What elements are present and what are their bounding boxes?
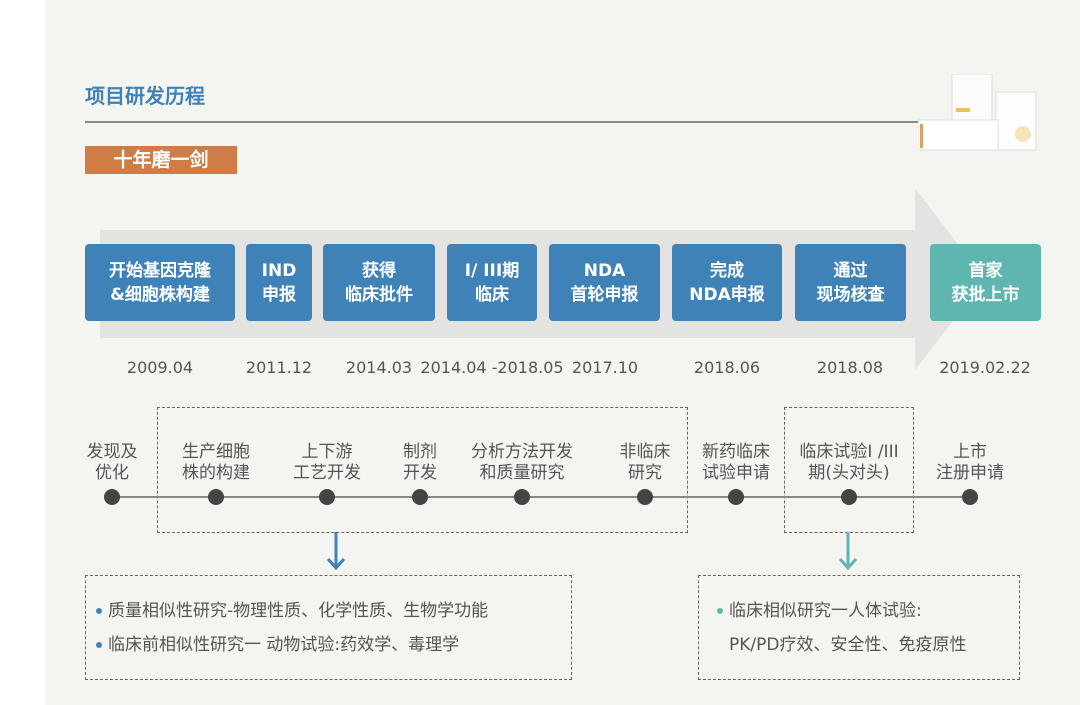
milestone-inspection: 通过现场核查 [795,244,906,321]
step-label: 非临床研究 [619,442,671,483]
step-label: 新药临床试验申请 [702,442,770,483]
step-dot [208,489,224,505]
slogan-tag: 十年磨一剑 [85,146,237,174]
milestone-date: 2009.04 [126,358,194,377]
title-divider [85,121,925,123]
step-label: 上市注册申请 [936,442,1004,483]
step-dot [728,489,744,505]
timeline-arrow [100,188,985,370]
preclinical-notes-box: 质量相似性研究-物理性质、化学性质、生物学功能 临床前相似性研究一 动物试验:药… [85,575,572,680]
step-label: 生产细胞株的构建 [182,442,250,483]
milestone-clinical-approval: 获得临床批件 [323,244,435,321]
note-item: 临床前相似性研究一 动物试验:药效学、毒理学 [96,628,571,662]
note-item: 质量相似性研究-物理性质、化学性质、生物学功能 [96,594,571,628]
milestone-date: 2014.03 [345,358,413,377]
step-dot [319,489,335,505]
step-label: 制剂开发 [403,442,437,483]
step-dot [962,489,978,505]
bullet-icon [96,608,102,614]
step-label: 发现及优化 [86,442,138,483]
bullet-icon [96,642,102,648]
step-label: 上下游工艺开发 [293,442,361,483]
step-label: 分析方法开发和质量研究 [471,442,573,483]
milestone-date: 2018.06 [693,358,761,377]
clinical-notes-box: 临床相似研究一人体试验: PK/PD疗效、安全性、免疫原性 [698,575,1020,680]
note-item: 临床相似研究一人体试验: [717,594,1019,628]
milestone-gene-cloning: 开始基因克隆&细胞株构建 [85,244,235,321]
preclinical-group-frame [157,407,688,533]
arrow-down-icon [326,532,346,571]
step-dot [841,489,857,505]
note-item-continued: PK/PD疗效、安全性、免疫原性 [729,635,967,655]
page-title: 项目研发历程 [85,84,205,108]
milestone-approved: 首家获批上市 [930,244,1041,321]
arrow-down-icon [838,532,858,571]
milestone-date: 2019.02.22 [939,358,1031,377]
milestone-date: 2018.08 [816,358,884,377]
milestone-date: 2017.10 [571,358,639,377]
content-panel [45,0,1080,705]
milestone-date: 2014.04 -2018.05 [420,358,564,377]
process-line [111,496,971,498]
milestone-date: 2011.12 [245,358,313,377]
step-dot [637,489,653,505]
step-dot [514,489,530,505]
product-box-image [918,74,1037,151]
bullet-icon [717,608,723,614]
step-dot [412,489,428,505]
milestone-phase-trials: I/ III期临床 [447,244,537,321]
step-dot [104,489,120,505]
